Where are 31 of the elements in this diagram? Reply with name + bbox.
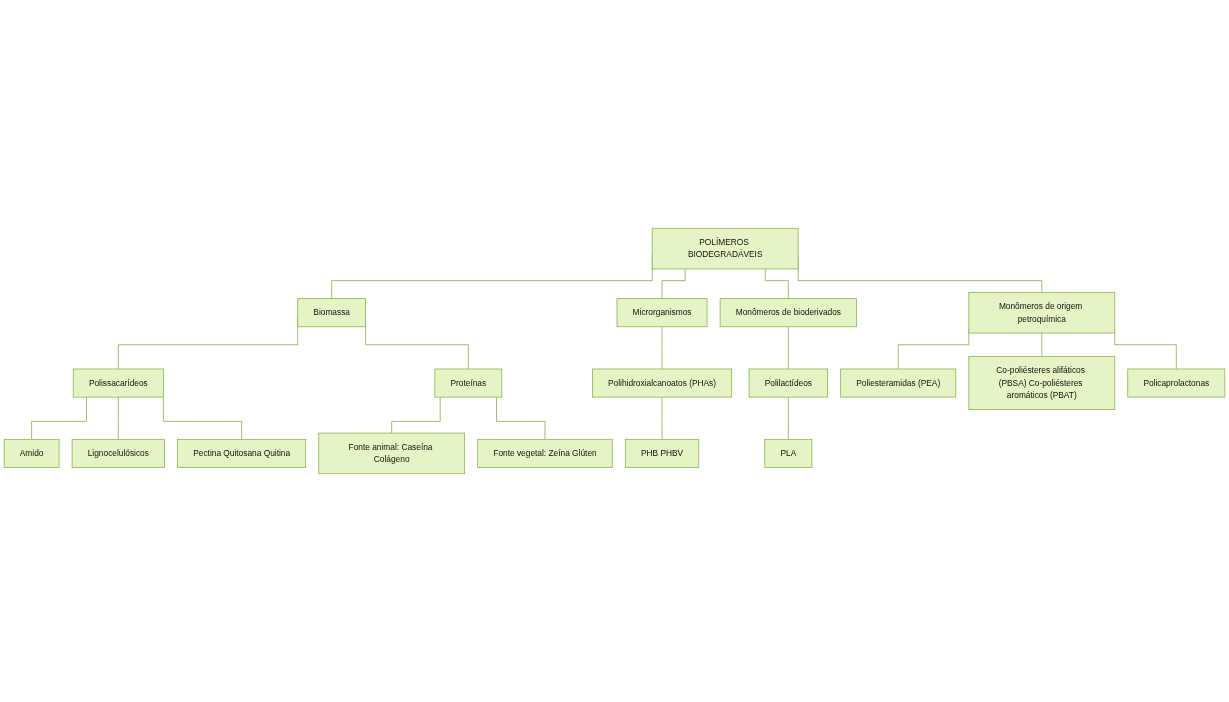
node-box: Proteínas xyxy=(434,368,503,398)
connector xyxy=(764,268,789,300)
node-box: Co-poliésteres alifáticos (PBSA) Co-poliésteres aromáticos (PBAT) xyxy=(968,356,1116,410)
node-box: Pectina Quitosana Quitina xyxy=(177,438,307,468)
connector xyxy=(162,396,243,440)
connector xyxy=(1041,332,1043,357)
node-box: Monômeros de origem petroquímica xyxy=(968,292,1116,334)
node-box: Fonte animal: Caseína Colágeno xyxy=(318,432,466,475)
node-box: Amido xyxy=(3,438,60,468)
node-box: PLA xyxy=(764,438,813,468)
connector xyxy=(496,396,546,440)
node-box: Monômeros de bioderivados xyxy=(719,298,857,328)
node-box: Policaprolactonas xyxy=(1127,368,1226,398)
node-box: PHB PHBV xyxy=(624,438,700,468)
connector xyxy=(661,268,686,300)
node-box: Biomassa xyxy=(297,298,366,328)
node-box: Lignocelulósicos xyxy=(71,438,165,468)
node-box: Fonte vegetal: Zeína Glúten xyxy=(477,438,613,468)
connector xyxy=(117,396,119,440)
node-box: Microrganismos xyxy=(616,298,708,328)
node-box: Poliesteramidas (PEA) xyxy=(840,368,957,398)
node-box: Polissacarídeos xyxy=(72,368,164,398)
connector xyxy=(787,326,789,370)
connector xyxy=(391,396,441,434)
node-box: Polihidroxialcanoatos (PHAs) xyxy=(592,368,733,398)
connector xyxy=(787,396,789,440)
connector xyxy=(661,326,663,370)
connector xyxy=(31,396,87,440)
node-box: POLÍMEROS BIODEGRADÁVEIS xyxy=(651,227,799,270)
connector xyxy=(661,396,663,440)
node-box: Polilactídeos xyxy=(748,368,828,398)
